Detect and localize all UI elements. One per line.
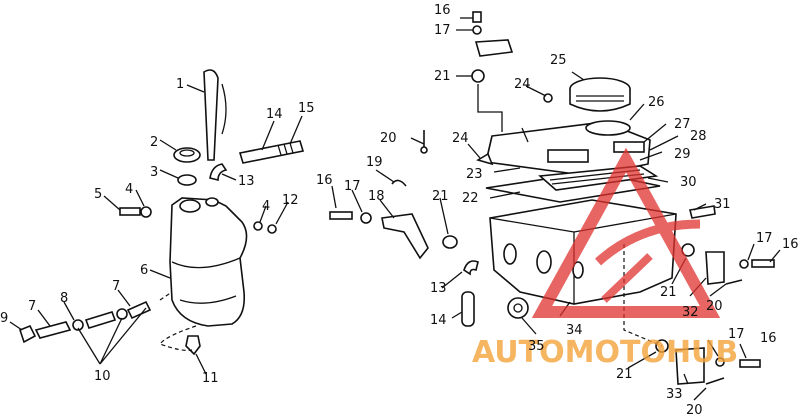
- washer-4-right: [253, 221, 263, 231]
- callout-21-lower: 21: [616, 367, 633, 382]
- bolt-16-top: [472, 11, 482, 23]
- bracket-33: [675, 347, 705, 385]
- callout-26: 26: [648, 95, 665, 110]
- triangle-logo-icon: [531, 147, 721, 318]
- callout-34: 34: [566, 323, 583, 338]
- top-mount: [474, 39, 514, 57]
- nut-12: [267, 224, 277, 234]
- cap-gasket: [177, 174, 197, 186]
- bolt-5: [119, 207, 141, 216]
- callout-12: 12: [282, 193, 299, 208]
- washer-17-left: [360, 212, 372, 224]
- callout-20-right: 20: [706, 299, 723, 314]
- drain-fitting: [185, 335, 201, 356]
- callout-17-lower: 17: [728, 327, 745, 342]
- screw-24-left: [476, 152, 494, 166]
- callout-14: 14: [266, 107, 283, 122]
- callout-10: 10: [94, 369, 111, 384]
- callout-21-left: 21: [432, 189, 449, 204]
- callout-14-right: 14: [430, 313, 447, 328]
- watermark-logo: [531, 147, 721, 318]
- callout-27: 27: [674, 117, 691, 132]
- callout-8: 8: [60, 291, 68, 306]
- grommet-21-top: [471, 69, 485, 83]
- bolt-16-lower: [739, 359, 761, 368]
- callout-18: 18: [368, 189, 385, 204]
- elbow-fitting: [209, 163, 228, 182]
- callout-4: 4: [125, 182, 133, 197]
- washer-17-top: [472, 25, 482, 35]
- mount-bracket: [381, 213, 429, 260]
- oil-tank-assembly: [19, 69, 305, 356]
- callout-30: 30: [680, 175, 697, 190]
- callout-3: 3: [150, 165, 158, 180]
- callout-23: 23: [466, 167, 483, 182]
- callout-17-right: 17: [756, 231, 773, 246]
- cover-plate: [613, 141, 645, 153]
- elbow-13-right: [463, 260, 479, 276]
- callout-labels: 1 2 3 4 5 4 12 6 13 14 15 9 7 8 7 10 11 …: [0, 3, 799, 416]
- bolt-16-left: [329, 211, 353, 220]
- leader-lines: [9, 17, 781, 401]
- seal-35: [507, 297, 529, 319]
- screw-20-right: [725, 279, 743, 285]
- vent-fitting: [205, 197, 219, 207]
- oil-line: [19, 300, 152, 344]
- callout-29: 29: [674, 147, 691, 162]
- cover-label: [547, 149, 589, 163]
- grommet-21: [442, 235, 458, 249]
- dipstick: [203, 69, 219, 161]
- callout-13-right: 13: [430, 281, 447, 296]
- callout-7: 7: [28, 299, 36, 314]
- clip-19: [391, 179, 407, 187]
- callout-16-top: 16: [434, 3, 451, 18]
- screw-20-lower: [705, 377, 725, 385]
- callout-21-right: 21: [660, 285, 677, 300]
- callout-4-right: 4: [262, 199, 270, 214]
- callout-7-right: 7: [112, 279, 120, 294]
- callout-31: 31: [714, 197, 731, 212]
- callout-9: 9: [0, 311, 8, 326]
- callout-20-top: 20: [380, 131, 397, 146]
- callout-17-top: 17: [434, 23, 451, 38]
- callout-16-right: 16: [782, 237, 799, 252]
- callout-24-top: 24: [514, 77, 531, 92]
- callout-15: 15: [298, 101, 315, 116]
- bolt-31: [689, 205, 716, 219]
- callout-24-left: 24: [452, 131, 469, 146]
- hose-14-right: [461, 291, 475, 327]
- callout-16-lower: 16: [760, 331, 777, 346]
- callout-16-left: 16: [316, 173, 333, 188]
- bracket-32: [705, 251, 725, 285]
- callout-21-top: 21: [434, 69, 451, 84]
- callout-2: 2: [150, 135, 158, 150]
- callout-19: 19: [366, 155, 383, 170]
- washer-17-right: [739, 259, 749, 269]
- oil-tank: [169, 197, 248, 327]
- callout-1: 1: [176, 77, 184, 92]
- filler-neck: [179, 199, 201, 213]
- callout-20-lower: 20: [686, 403, 703, 416]
- callout-35: 35: [528, 339, 545, 354]
- callout-32: 32: [682, 305, 699, 320]
- callout-28: 28: [690, 129, 707, 144]
- washer-17-lower: [715, 357, 725, 367]
- bolt-16-right: [751, 259, 775, 268]
- callout-5: 5: [94, 187, 102, 202]
- callout-22: 22: [462, 191, 479, 206]
- callout-25: 25: [550, 53, 567, 68]
- filter-port: [585, 120, 631, 136]
- vent-hose: [238, 140, 305, 164]
- callout-33: 33: [666, 387, 683, 402]
- airbox-base: [489, 199, 677, 305]
- washer-4: [140, 206, 152, 218]
- callout-13: 13: [238, 174, 255, 189]
- callout-11: 11: [202, 371, 219, 386]
- watermark-text: AUTOMOTOHUB: [472, 335, 738, 370]
- callout-17-left: 17: [344, 179, 361, 194]
- callout-6: 6: [140, 263, 148, 278]
